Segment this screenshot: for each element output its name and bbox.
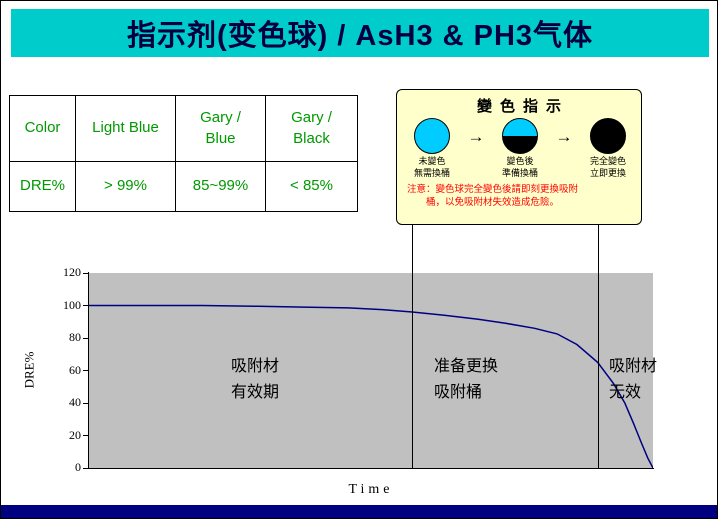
region-label-invalid: 吸附材 无效 <box>609 358 658 401</box>
y-tick-label: 20 <box>69 427 81 442</box>
arrow-right-icon: → <box>555 126 573 146</box>
legend-warning-note: 注意：變色球完全變色後請即刻更換吸附 桶，以免吸附材失效造成危險。 <box>407 184 579 208</box>
legend-label-unchanged: 未變色 無需換桶 <box>413 156 450 178</box>
table-cell-dre-lt85: < 85% <box>265 161 358 212</box>
region-divider-line <box>412 225 413 468</box>
page-title: 指示剂(变色球) / AsH3 & PH3气体 <box>126 20 594 52</box>
title-bar: 指示剂(变色球) / AsH3 & PH3气体 <box>11 9 709 57</box>
table-cell-dre-header: DRE% <box>9 161 76 212</box>
ball-unchanged-icon <box>414 118 450 154</box>
y-tick-label: 0 <box>75 460 81 474</box>
legend-labels-row: 未變色 無需換桶 變色後 準備換桶 完全變色 立即更換 <box>400 154 641 179</box>
y-tick-mark <box>83 435 88 436</box>
y-axis-title: DRE% <box>21 351 37 389</box>
y-tick-mark <box>83 370 88 371</box>
legend-label-changing: 變色後 準備換桶 <box>501 156 538 178</box>
arrow-right-icon: → <box>467 126 485 146</box>
table-cell-light-blue: Light Blue <box>75 95 176 162</box>
table-cell-dre-gt99: > 99% <box>75 161 176 212</box>
bottom-bar <box>1 505 717 518</box>
y-tick-label: 40 <box>69 395 81 409</box>
y-tick-label: 120 <box>63 265 81 279</box>
legend-label-changed: 完全變色 立即更換 <box>589 156 626 178</box>
dre-color-table: Color Light Blue Gary / Blue Gary / Blac… <box>9 95 358 212</box>
y-tick-mark <box>83 337 88 339</box>
x-axis-line <box>88 468 654 469</box>
color-change-legend: 變色指示 → → 未變色 無需換桶 變色後 準備換桶 完全變色 立即更換 注意：… <box>396 89 642 225</box>
y-tick-label: 80 <box>69 330 81 344</box>
y-tick-label: 100 <box>63 297 81 312</box>
y-tick-mark <box>83 305 88 306</box>
y-tick-mark <box>83 402 88 404</box>
table-cell-gary-black: Gary / Black <box>265 95 358 162</box>
x-axis-title: Time <box>348 482 394 497</box>
ball-changing-icon <box>502 118 538 154</box>
chart-plot-area <box>89 273 653 468</box>
legend-balls-row: → → <box>400 118 641 154</box>
table-cell-color-header: Color <box>9 95 76 162</box>
y-tick-mark <box>83 467 88 469</box>
ball-changed-icon <box>590 118 626 154</box>
table-cell-dre-85-99: 85~99% <box>175 161 266 212</box>
y-tick-mark <box>83 272 88 274</box>
region-divider-line <box>598 225 599 468</box>
region-label-effective: 吸附材 有效期 <box>231 358 280 401</box>
region-label-prepare: 准备更换 吸附桶 <box>434 358 499 401</box>
table-cell-gary-blue: Gary / Blue <box>175 95 266 162</box>
y-axis-line <box>88 272 89 469</box>
y-tick-label: 60 <box>69 362 81 377</box>
legend-title: 變色指示 <box>476 98 569 115</box>
